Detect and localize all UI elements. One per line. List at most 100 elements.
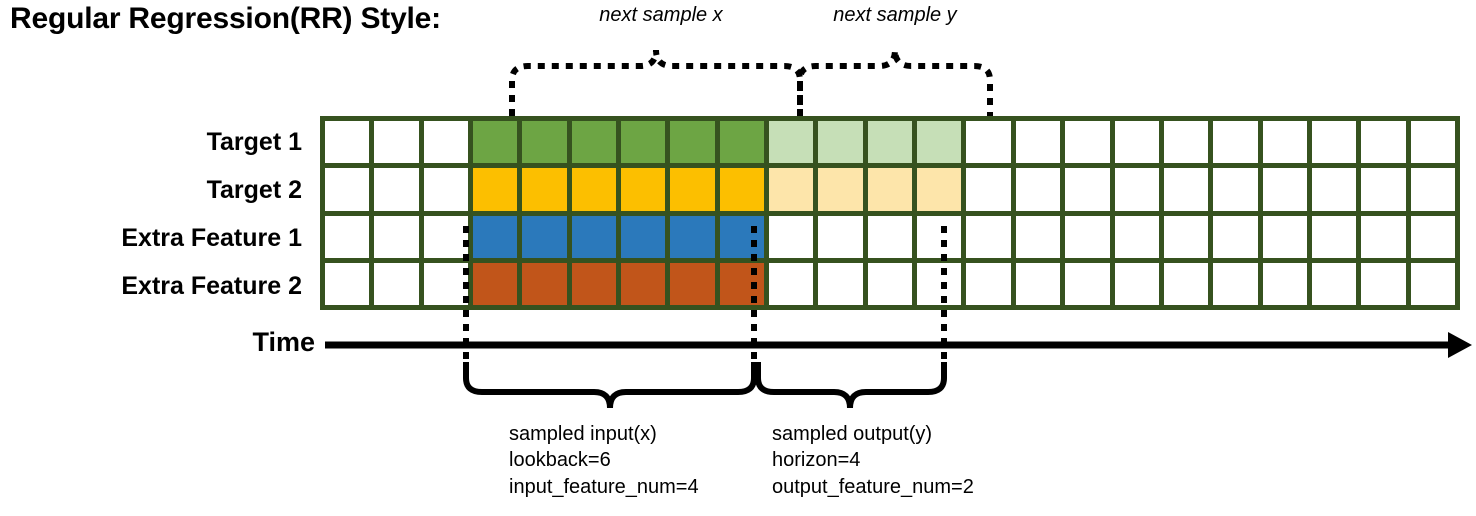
grid-cell <box>1410 121 1455 164</box>
grid-cell <box>818 168 863 211</box>
grid-cell <box>917 215 962 258</box>
grid-cell <box>522 262 567 305</box>
grid-cell <box>1213 168 1258 211</box>
grid-cell <box>571 168 617 211</box>
grid-cell <box>522 121 567 164</box>
grid-cell <box>1311 168 1357 211</box>
brace-sampled-input <box>463 362 757 409</box>
grid-row-extra-feature-2 <box>325 262 1455 305</box>
grid-cell <box>1065 121 1110 164</box>
grid-cell <box>1015 262 1061 305</box>
grid-cell <box>571 262 617 305</box>
grid-cell <box>719 168 765 211</box>
grid-cell <box>374 121 419 164</box>
next-sample-y-label: next sample y <box>833 4 957 26</box>
grid-cell <box>473 262 518 305</box>
grid-cell <box>1311 262 1357 305</box>
grid-cell <box>769 121 814 164</box>
grid-cell <box>1163 262 1209 305</box>
grid-cell <box>1361 262 1406 305</box>
grid-cell <box>1065 262 1110 305</box>
brace-next-sample-y <box>797 49 993 116</box>
grid-cell <box>1065 168 1110 211</box>
grid-cell <box>818 121 863 164</box>
grid-cell <box>670 168 715 211</box>
grid-cell <box>769 262 814 305</box>
grid-row-target-1 <box>325 121 1455 164</box>
sampled-input-caption: sampled input(x) lookback=6 input_featur… <box>509 421 699 500</box>
sampled-output-title: sampled output(y) <box>772 423 933 445</box>
grid-cell <box>1410 262 1455 305</box>
grid-cell <box>1114 121 1159 164</box>
page-title: Regular Regression(RR) Style: <box>10 2 441 35</box>
brace-sampled-output <box>755 362 947 409</box>
grid-cell <box>473 215 518 258</box>
grid-cell <box>769 215 814 258</box>
grid-cell <box>1163 121 1209 164</box>
time-axis-arrowhead <box>1448 332 1472 358</box>
row-label-target-2: Target 2 <box>206 175 302 204</box>
grid-cell <box>1361 215 1406 258</box>
grid-cell <box>1114 215 1159 258</box>
next-sample-x-label: next sample x <box>599 4 723 26</box>
sampled-input-title: sampled input(x) <box>509 423 657 445</box>
grid-cell <box>1015 215 1061 258</box>
grid-cell <box>1361 121 1406 164</box>
grid-cell <box>1262 262 1307 305</box>
grid-cell <box>867 215 913 258</box>
grid-cell <box>1213 262 1258 305</box>
row-label-extra-feature-2: Extra Feature 2 <box>121 271 302 300</box>
grid-cell <box>966 168 1011 211</box>
grid-cell <box>522 168 567 211</box>
grid-cell <box>1361 168 1406 211</box>
grid-cell <box>769 168 814 211</box>
grid-cell <box>621 215 666 258</box>
grid-cell <box>818 262 863 305</box>
grid-cell <box>1262 121 1307 164</box>
time-axis <box>325 332 1472 358</box>
grid-cell <box>423 168 469 211</box>
grid-cell <box>670 121 715 164</box>
grid-cell <box>1114 262 1159 305</box>
grid-cell <box>966 121 1011 164</box>
grid-cell <box>473 168 518 211</box>
grid-cell <box>1311 215 1357 258</box>
grid-cell <box>571 215 617 258</box>
grid-cell <box>1410 215 1455 258</box>
grid-cell <box>818 215 863 258</box>
grid-cell <box>966 262 1011 305</box>
sampled-output-caption: sampled output(y) horizon=4 output_featu… <box>772 421 974 500</box>
sampled-input-lookback: lookback=6 <box>509 449 611 472</box>
grid-cell <box>1114 168 1159 211</box>
brace-next-sample-x <box>509 49 803 116</box>
grid-cell <box>1213 215 1258 258</box>
row-label-extra-feature-1: Extra Feature 1 <box>121 223 302 252</box>
row-label-target-1: Target 1 <box>206 127 302 156</box>
grid-cell <box>670 215 715 258</box>
grid-cell <box>1262 168 1307 211</box>
grid-cell <box>867 262 913 305</box>
grid-cell <box>621 121 666 164</box>
grid-cell <box>917 121 962 164</box>
time-axis-label: Time <box>252 327 315 357</box>
grid-cell <box>1311 121 1357 164</box>
grid-cell <box>325 262 370 305</box>
grid-cell <box>719 262 765 305</box>
grid-cell <box>1410 168 1455 211</box>
grid-row-extra-feature-1 <box>325 215 1455 258</box>
grid-cell <box>1015 121 1061 164</box>
grid-cell <box>325 121 370 164</box>
grid-cell <box>1213 121 1258 164</box>
grid-cell <box>325 168 370 211</box>
grid-cell <box>374 262 419 305</box>
grid-row-target-2 <box>325 168 1455 211</box>
grid-cell <box>1262 215 1307 258</box>
sampled-output-featurenum: output_feature_num=2 <box>772 475 974 498</box>
grid-cell <box>719 121 765 164</box>
grid-cell <box>867 168 913 211</box>
grid-cell <box>867 121 913 164</box>
grid-cell <box>473 121 518 164</box>
grid-cell <box>621 168 666 211</box>
grid-cell <box>1163 215 1209 258</box>
